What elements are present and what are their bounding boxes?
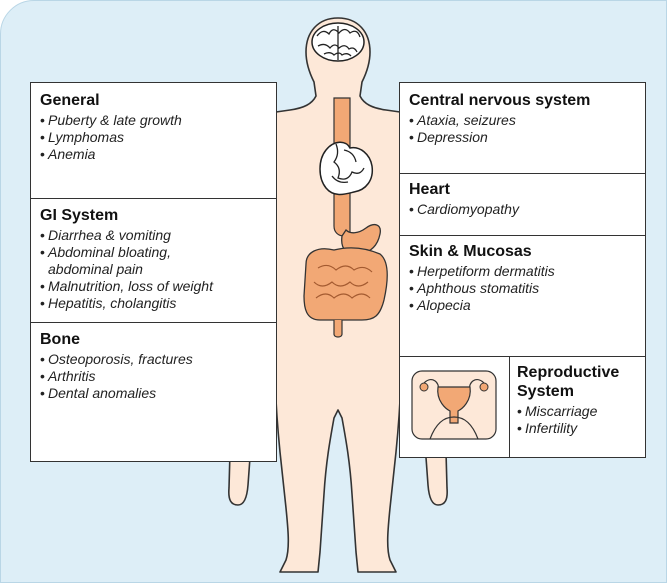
list-item: Miscarriage [517, 403, 641, 420]
list-item: Aphthous stomatitis [409, 280, 645, 297]
left-info-box: General Puberty & late growth Lymphomas … [30, 82, 277, 462]
list-item: Cardiomyopathy [409, 201, 645, 218]
section-title-heart: Heart [409, 180, 645, 199]
list-general: Puberty & late growth Lymphomas Anemia [40, 112, 276, 163]
list-item: Depression [409, 129, 645, 146]
section-reproductive-system: Reproductive System Miscarriage Infertil… [400, 356, 645, 457]
list-item: Arthritis [40, 368, 276, 385]
section-title-general: General [40, 91, 276, 110]
section-gi-system: GI System Diarrhea & vomiting Abdominal … [31, 198, 276, 312]
list-item: Diarrhea & vomiting [40, 227, 276, 244]
section-title-skin-mucosas: Skin & Mucosas [409, 242, 645, 261]
section-title-gi-system: GI System [40, 206, 276, 225]
section-title-bone: Bone [40, 330, 276, 349]
list-item: Puberty & late growth [40, 112, 276, 129]
uterus-icon [400, 357, 508, 457]
list-central-nervous-system: Ataxia, seizures Depression [409, 112, 645, 146]
section-heart: Heart Cardiomyopathy [400, 173, 645, 218]
brain-icon [312, 23, 364, 61]
list-item: Alopecia [409, 297, 645, 314]
list-reproductive-system: Miscarriage Infertility [517, 403, 641, 437]
list-item: Ataxia, seizures [409, 112, 645, 129]
right-info-box: Central nervous system Ataxia, seizures … [399, 82, 646, 458]
list-item: Malnutrition, loss of weight [40, 278, 276, 295]
list-skin-mucosas: Herpetiform dermatitis Aphthous stomatit… [409, 263, 645, 314]
list-item: Abdominal bloating, abdominal pain [40, 244, 218, 278]
list-item: Herpetiform dermatitis [409, 263, 645, 280]
section-central-nervous-system: Central nervous system Ataxia, seizures … [400, 91, 645, 146]
list-item: Hepatitis, cholangitis [40, 295, 276, 312]
section-bone: Bone Osteoporosis, fractures Arthritis D… [31, 322, 276, 402]
list-item: Osteoporosis, fractures [40, 351, 276, 368]
list-gi-system: Diarrhea & vomiting Abdominal bloating, … [40, 227, 276, 312]
list-bone: Osteoporosis, fractures Arthritis Dental… [40, 351, 276, 402]
list-item: Dental anomalies [40, 385, 276, 402]
section-title-reproductive-system: Reproductive System [517, 363, 641, 401]
section-general: General Puberty & late growth Lymphomas … [31, 91, 276, 163]
list-item: Lymphomas [40, 129, 276, 146]
list-item: Anemia [40, 146, 276, 163]
list-item: Infertility [517, 420, 641, 437]
list-heart: Cardiomyopathy [409, 201, 645, 218]
section-title-central-nervous-system: Central nervous system [409, 91, 645, 110]
section-skin-mucosas: Skin & Mucosas Herpetiform dermatitis Ap… [400, 235, 645, 314]
reproductive-text: Reproductive System Miscarriage Infertil… [517, 363, 641, 437]
uterus-thumbnail [400, 357, 510, 458]
